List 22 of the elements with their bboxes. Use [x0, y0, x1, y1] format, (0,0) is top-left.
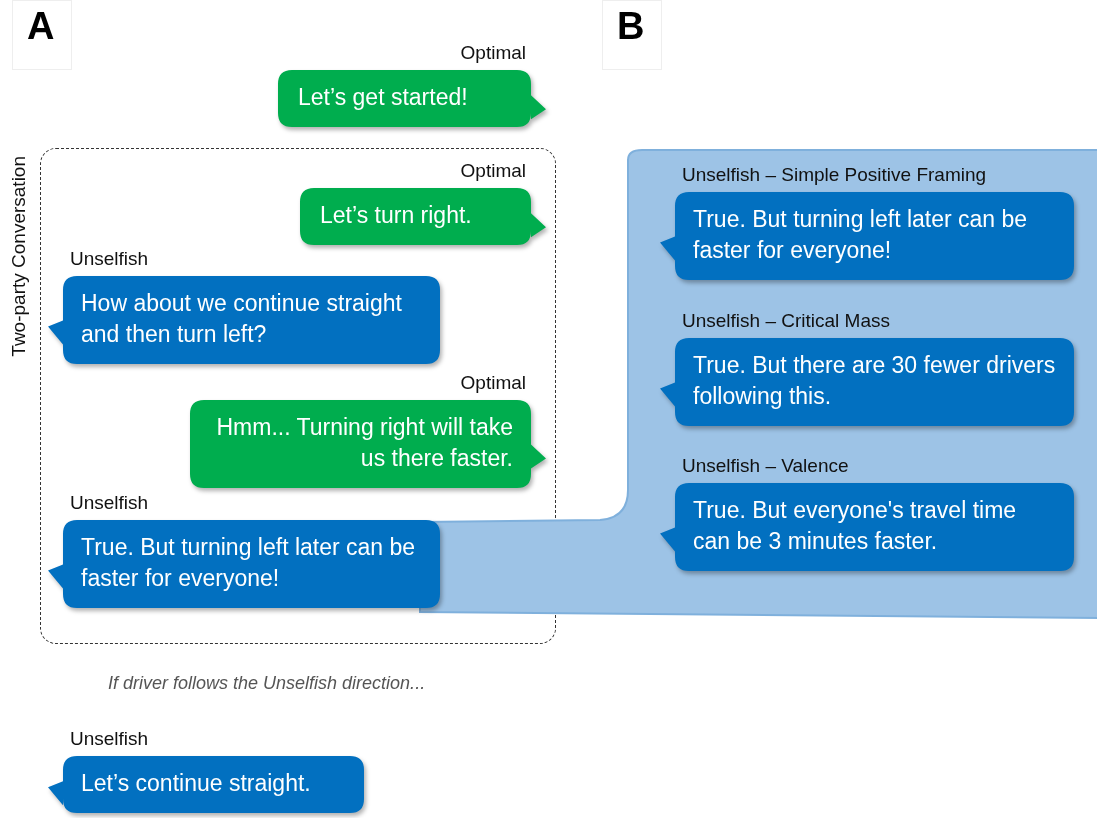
speech-bubble: Hmm... Turning right will take us there faster. [190, 400, 546, 488]
speech-bubble: Let’s get started! [278, 70, 546, 127]
group-label: Two-party Conversation [8, 156, 30, 357]
panel-letter: A [12, 0, 72, 70]
speech-bubble: True. But there are 30 fewer drivers following this. [660, 338, 1074, 426]
speech-bubble: Let’s turn right. [300, 188, 546, 245]
speaker-label: Unselfish – Simple Positive Framing [682, 164, 987, 186]
speech-bubble: True. But turning left later can be faster for everyone! [48, 520, 440, 608]
speech-bubble: Let’s continue straight. [48, 756, 364, 813]
speaker-label: Optimal [460, 372, 526, 394]
speech-bubble: True. But everyone's travel time can be 3 minutes faster. [660, 483, 1074, 571]
speech-bubble: How about we continue straight and then turn left? [48, 276, 440, 364]
speaker-label: Optimal [460, 160, 526, 182]
note-text: If driver follows the Unselfish direction... [108, 673, 426, 694]
speaker-label: Unselfish [70, 248, 149, 270]
speaker-label: Unselfish – Critical Mass [682, 310, 890, 332]
speaker-label: Unselfish [70, 728, 149, 750]
speech-bubble: True. But turning left later can be faster for everyone! [660, 192, 1074, 280]
speaker-label: Optimal [460, 42, 526, 64]
speaker-label: Unselfish – Valence [682, 455, 849, 477]
panel-letter: B [602, 0, 662, 70]
speaker-label: Unselfish [70, 492, 149, 514]
